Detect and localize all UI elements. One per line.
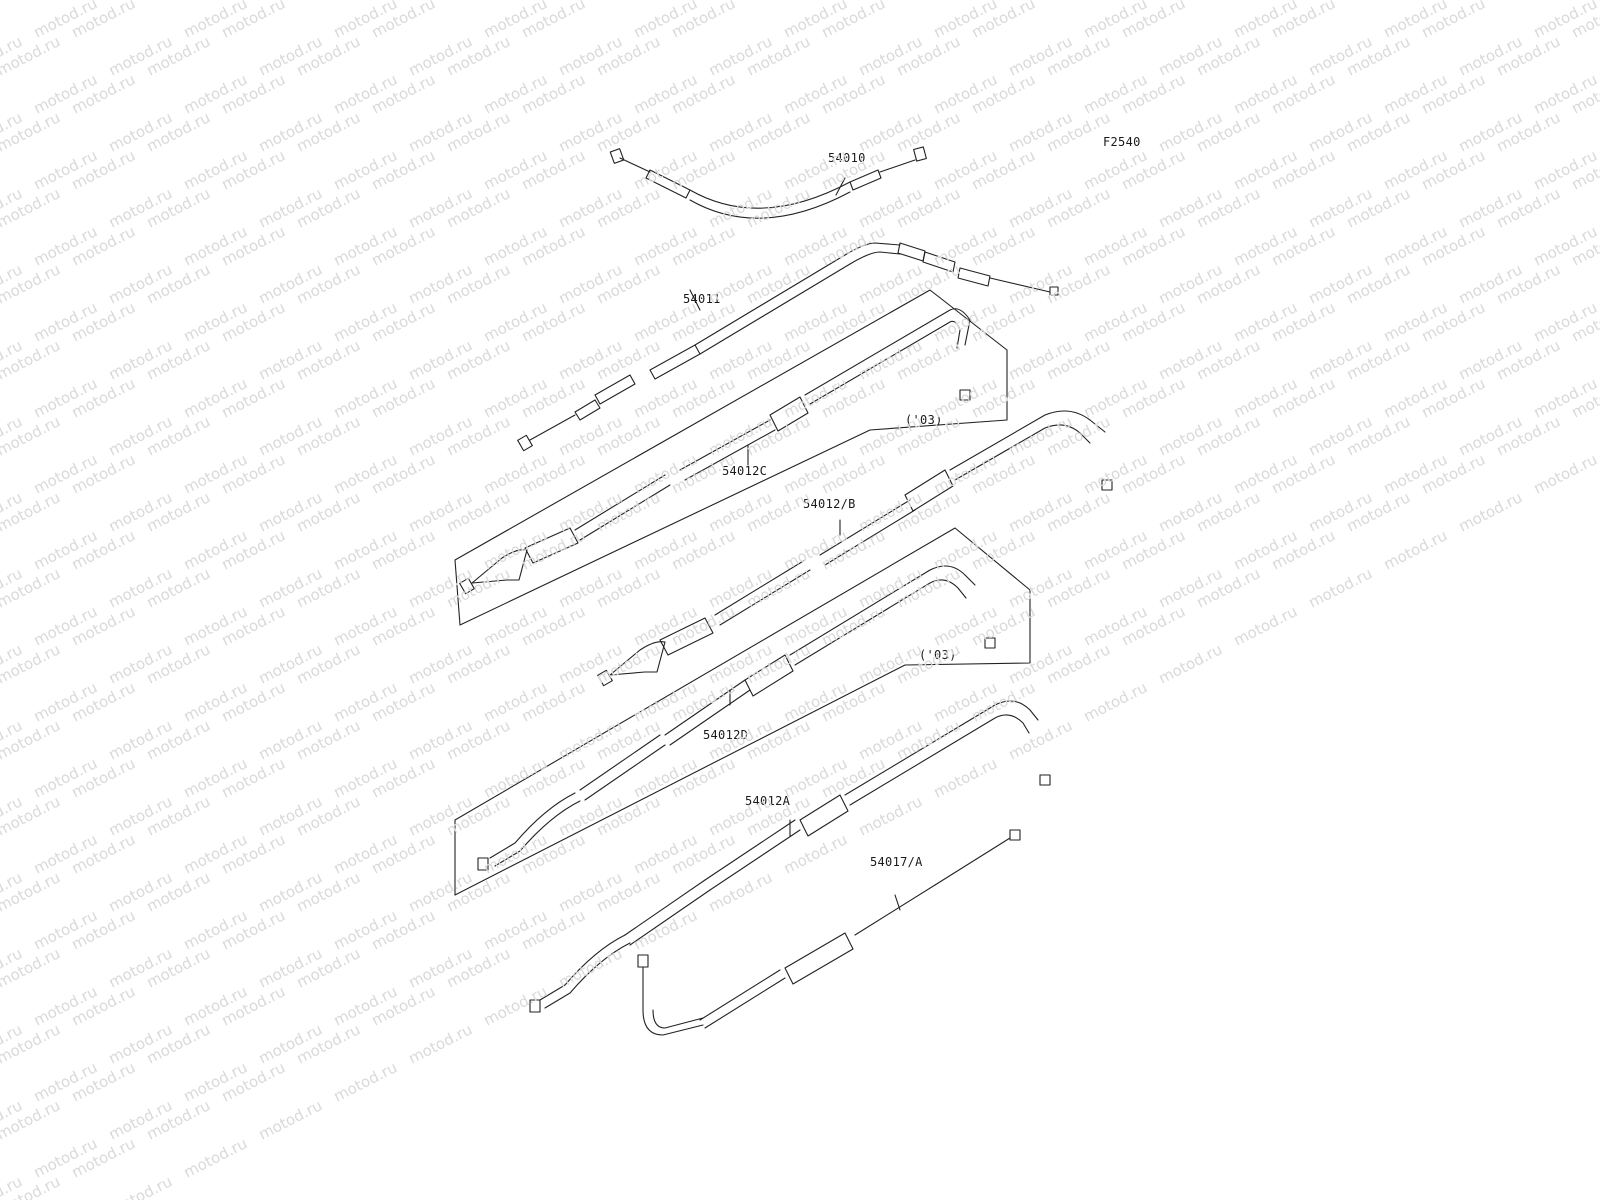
- part-label-54012A[interactable]: 54012A: [745, 794, 791, 808]
- part-label-54010[interactable]: 54010: [828, 151, 866, 165]
- part-label-54012C[interactable]: 54012C: [722, 464, 768, 478]
- part-label-54012B[interactable]: 54012/B: [803, 497, 856, 511]
- cable-54012C: [459, 308, 971, 595]
- cable-54012D: [477, 565, 996, 871]
- part-label-54011[interactable]: 54011: [683, 292, 721, 306]
- part-label-54017A[interactable]: 54017/A: [870, 855, 923, 869]
- part-label-03-upper: ('03): [905, 413, 943, 427]
- cable-54017A: [637, 829, 1021, 1036]
- cable-54012A: [529, 700, 1051, 1013]
- cable-54012B: [597, 410, 1113, 687]
- group-box-54012C: [454, 289, 1008, 626]
- group-box-54012D: [454, 527, 1031, 896]
- cable-54011: [517, 242, 1059, 452]
- part-label-54012D[interactable]: 54012D: [703, 728, 749, 742]
- cable-54010: [609, 146, 927, 219]
- diagram-code: F2540: [1103, 135, 1141, 149]
- part-label-03-lower: ('03): [919, 648, 957, 662]
